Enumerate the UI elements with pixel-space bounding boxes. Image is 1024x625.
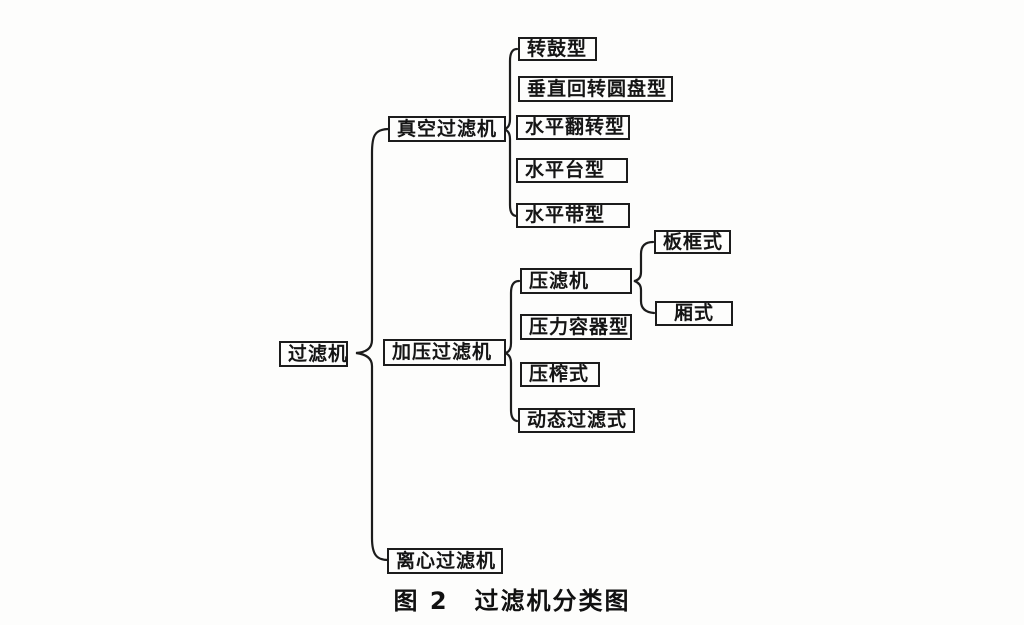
node-vacuum-filter: 真空过滤机	[388, 116, 506, 142]
node-horizontal-flip-type: 水平翻转型	[516, 115, 630, 140]
node-rotary-drum-type: 转鼓型	[518, 37, 597, 61]
node-plate-frame-type: 板框式	[654, 230, 731, 254]
figure-caption: 图 2 过滤机分类图	[0, 581, 1024, 616]
figure-number: 图 2	[393, 587, 449, 615]
node-filter-press: 压滤机	[520, 268, 632, 294]
node-pressure-vessel-type: 压力容器型	[520, 314, 632, 340]
pressure-brace-connector	[504, 279, 521, 423]
node-vertical-rotating-disc-type: 垂直回转圆盘型	[518, 76, 673, 102]
figure-title: 过滤机分类图	[474, 587, 631, 615]
node-dynamic-filter-type: 动态过滤式	[518, 408, 635, 433]
node-filter-root: 过滤机	[279, 341, 348, 367]
node-horizontal-belt-type: 水平带型	[516, 203, 630, 228]
filter-press-brace-connector	[633, 240, 656, 315]
node-pressure-filter: 加压过滤机	[383, 339, 506, 366]
node-horizontal-table-type: 水平台型	[516, 158, 628, 183]
root-brace-connector	[355, 127, 391, 562]
node-squeeze-type: 压榨式	[520, 362, 600, 387]
node-chamber-type: 厢式	[655, 301, 733, 326]
node-centrifugal-filter: 离心过滤机	[387, 548, 503, 574]
